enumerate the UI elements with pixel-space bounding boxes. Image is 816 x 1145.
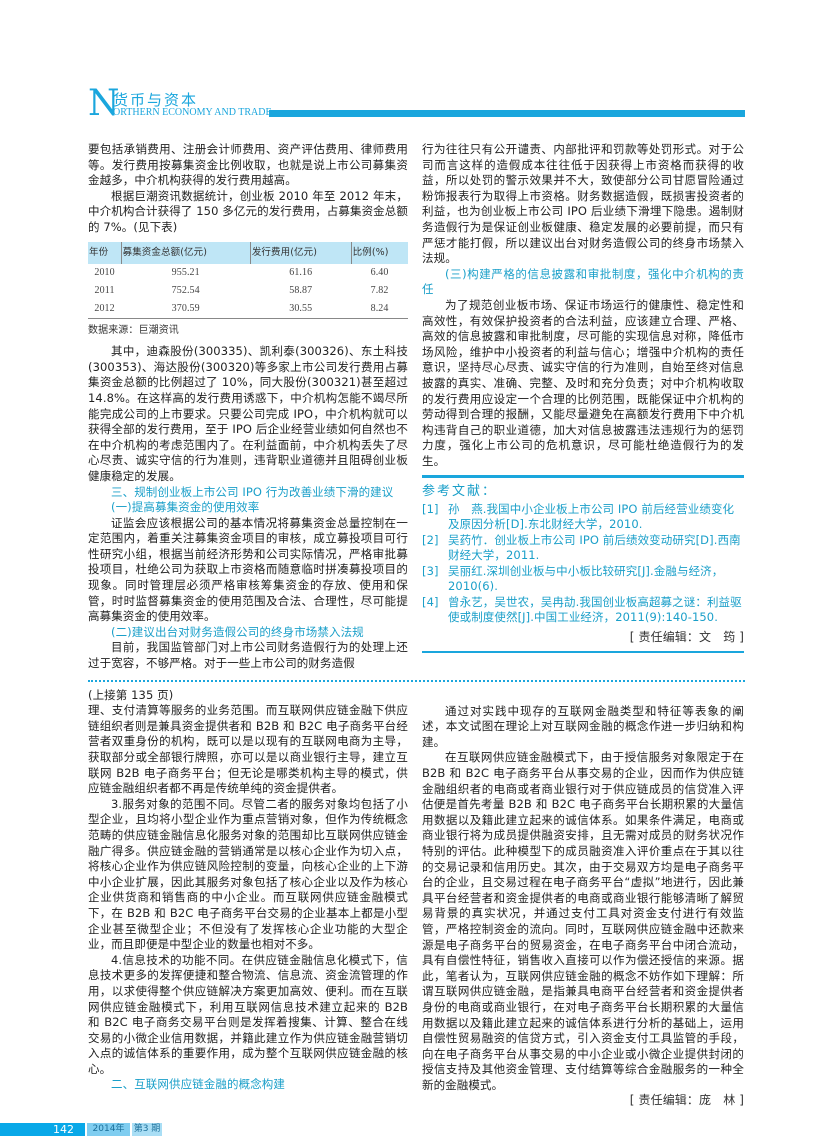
cell: 8.24	[370, 302, 389, 314]
cell: 2011	[94, 284, 115, 296]
subsection-heading: (一)提高募集资金的使用效率	[111, 500, 260, 515]
paragraph: 要包括承销费用、注册会计师费用、资产评估费用、律师费用等。发行费用按募集资金比例…	[88, 142, 408, 188]
paragraph: 在互联网供应链金融模式下，由于授信服务对象限定于在 B2B 和 B2C 电子商务…	[422, 750, 744, 1092]
paragraph: 理、支付清算等服务的业务范围。而互联网供应链金融下供应链组织者则是兼具资金提供者…	[88, 703, 408, 796]
page-number-bar: 142	[0, 1123, 85, 1137]
top-left-column: 要包括承销费用、注册会计师费用、资产评估费用、律师费用等。发行费用按募集资金比例…	[88, 142, 408, 672]
top-section: 要包括承销费用、注册会计师费用、资产评估费用、律师费用等。发行费用按募集资金比例…	[0, 142, 745, 672]
top-right-column: 行为往往只有公开谴责、内部批评和罚款等处罚形式。对于公司而言这样的造假成本往往低…	[422, 142, 744, 672]
table-source: 数据来源：巨潮资讯	[88, 324, 179, 336]
paragraph: 通过对实践中现存的互联网金融类型和特征等表象的阐述，本文试图在理论上对互联网金融…	[422, 703, 744, 749]
bottom-right-column: 通过对实践中现存的互联网金融类型和特征等表象的阐述，本文试图在理论上对互联网金融…	[422, 688, 744, 1109]
references: 参考文献： [1] 孙 燕.我国中小企业板上市公司 IPO 前后经营业绩变化及原因…	[422, 484, 744, 645]
issue-number: 第3 期	[132, 1123, 162, 1137]
page-number: 142	[53, 1123, 74, 1137]
reference-item: [2] 吴药竹．创业板上市公司 IPO 前后绩效变动研究[D].西南财经大学，20…	[422, 533, 744, 564]
col-header: 年份	[88, 241, 122, 264]
col-header: 募集资金总额(亿元)	[121, 241, 251, 264]
bottom-left-column: (上接第 135 页) 理、支付清算等服务的业务范围。而互联网供应链金融下供应链…	[88, 688, 408, 1109]
paragraph: 4.信息技术的功能不同。在供应链金融信息化模式下，信息技术更多的发挥便捷和整合物…	[88, 952, 408, 1076]
reference-item: [3] 吴丽红.深圳创业板与中小板比较研究[J].金融与经济，2010(6).	[422, 564, 744, 595]
subsection-heading: (二)建议出台对财务造假公司的终身市场禁入法规	[111, 624, 364, 639]
section-heading: 三、规制创业板上市公司 IPO 行为改善业绩下滑的建议	[111, 484, 394, 499]
fee-table: 年份募集资金总额(亿元)发行费用(亿元)比例(%) 2010 955.21 61.1…	[88, 241, 408, 319]
divider	[422, 651, 744, 654]
continuation-note: (上接第 135 页)	[88, 687, 174, 702]
ref-number: [2]	[422, 532, 439, 547]
cell: 6.40	[370, 266, 389, 278]
references-title: 参考文献：	[422, 484, 498, 500]
reference-item: [1] 孙 燕.我国中小企业板上市公司 IPO 前后经营业绩变化及原因分析[D].…	[422, 502, 744, 533]
reference-item: [4] 曾永艺，吴世农，吴冉劼.我国创业板高超募之谜：利益驱使或制度使然[J].中…	[422, 595, 744, 626]
logo-letter: N	[88, 83, 120, 124]
editor-credit: [ 责任编辑：庞 林 ]	[629, 1093, 744, 1108]
ref-text: 曾永艺，吴世农，吴冉劼.我国创业板高超募之谜：利益驱使或制度使然[J].中国工业…	[448, 594, 742, 625]
paragraph: 目前，我国监管部门对上市公司财务造假行为的处理上还过于宽容，不够严格。对于一些上…	[88, 640, 408, 671]
subsection-heading: (三)构建严格的信息披露和审批制度，强化中介机构的责任	[422, 266, 744, 297]
divider	[422, 475, 744, 479]
cell: 30.55	[289, 302, 313, 314]
cell: 2010	[94, 266, 115, 278]
ref-text: 孙 燕.我国中小企业板上市公司 IPO 前后经营业绩变化及原因分析[D].东北财…	[448, 501, 735, 532]
table-row: 2010 955.21 61.16 6.40	[88, 264, 408, 282]
section-title: 货币与资本	[113, 91, 199, 109]
ref-number: [4]	[422, 594, 439, 609]
issue-year: 2014年	[87, 1123, 130, 1137]
editor-credit: [ 责任编辑：文 筠 ]	[629, 629, 744, 644]
cell: 370.59	[171, 302, 200, 314]
cell: 61.16	[289, 266, 313, 278]
section-heading: 二、互联网供应链金融的概念构建	[111, 1077, 285, 1092]
ref-text: 吴丽红.深圳创业板与中小板比较研究[J].金融与经济，2010(6).	[448, 563, 724, 594]
journal-name: ORTHERN ECONOMY AND TRADE	[113, 107, 272, 118]
paragraph: 行为往往只有公开谴责、内部批评和罚款等处罚形式。对于公司而言这样的造假成本往往低…	[422, 142, 744, 266]
cell: 7.82	[370, 284, 389, 296]
paragraph: 证监会应该根据公司的基本情况将募集资金总量控制在一定范围内，着重关注募集资金项目…	[88, 515, 408, 624]
paragraph: 其中，迪森股份(300335)、凯利泰(300326)、东土科技(300353)…	[88, 344, 408, 483]
page-header: N 货币与资本 ORTHERN ECONOMY AND TRADE	[0, 0, 816, 142]
table-row: 2011 752.54 58.87 7.82	[88, 282, 408, 300]
bottom-section: (上接第 135 页) 理、支付清算等服务的业务范围。而互联网供应链金融下供应链…	[0, 688, 745, 1109]
paragraph: 为了规范创业板市场、保证市场运行的健康性、稳定性和高效性，有效保护投资者的合法利…	[422, 297, 744, 468]
table-row: 2012 370.59 30.55 8.24	[88, 300, 408, 319]
cell: 2012	[94, 302, 115, 314]
header-bar	[269, 110, 745, 117]
col-header: 比例(%)	[351, 241, 408, 264]
page-footer: 142 2014年 第3 期	[0, 1123, 816, 1137]
paragraph: 根据巨潮资讯数据统计，创业板 2010 年至 2012 年末，中介机构合计获得了…	[88, 188, 408, 234]
ref-number: [3]	[422, 563, 439, 578]
col-header: 发行费用(亿元)	[250, 241, 352, 264]
dotted-separator	[88, 679, 745, 682]
paragraph: 3.服务对象的范围不同。尽管二者的服务对象均包括了小型企业，且均将小型企业作为重…	[88, 796, 408, 952]
ref-text: 吴药竹．创业板上市公司 IPO 前后绩效变动研究[D].西南财经大学，2011.	[448, 532, 741, 563]
cell: 58.87	[289, 284, 313, 296]
cell: 752.54	[171, 284, 200, 296]
cell: 955.21	[171, 266, 200, 278]
ref-number: [1]	[422, 501, 439, 516]
